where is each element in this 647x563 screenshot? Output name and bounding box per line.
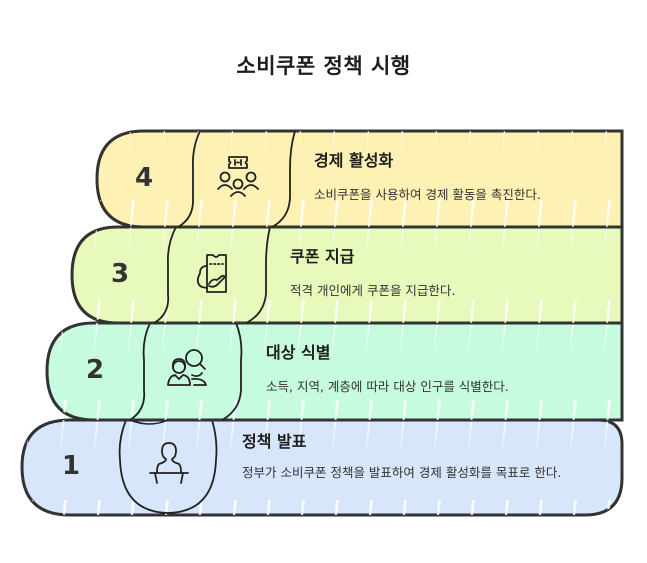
speaker-podium-icon: [147, 440, 191, 484]
step-2-title: 대상 식별: [266, 343, 331, 362]
step-2-text: 대상 식별 소득, 지역, 계층에 따라 대상 인구를 식별한다.: [266, 343, 611, 395]
step-2-number: 2: [85, 355, 105, 385]
step-3-description: 적격 개인에게 쿠폰을 지급한다.: [290, 283, 456, 298]
step-1-title: 정책 발표: [242, 432, 307, 451]
step-2-description: 소득, 지역, 계층에 따라 대상 인구를 식별한다.: [266, 379, 509, 394]
step-4-title: 경제 활성화: [314, 151, 394, 170]
step-1-description: 정부가 소비쿠폰 정책을 발표하여 경제 활성화를 목표로 한다.: [242, 465, 562, 480]
step-4-text: 경제 활성화 소비쿠폰을 사용하여 경제 활동을 촉진한다.: [314, 151, 614, 203]
diagram-title: 소비쿠폰 정책 시행: [236, 54, 411, 78]
step-4-shape: [95, 129, 624, 229]
step-3-number: 3: [110, 259, 130, 289]
step-4-number: 4: [134, 163, 154, 193]
people-search-icon: [166, 347, 210, 391]
step-2-shape: [45, 321, 624, 425]
step-3-title: 쿠폰 지급: [290, 247, 355, 266]
step-3-text: 쿠폰 지급 적격 개인에게 쿠폰을 지급한다.: [290, 247, 610, 299]
step-1-number: 1: [61, 451, 81, 481]
step-1-text: 정책 발표 정부가 소비쿠폰 정책을 발표하여 경제 활성화를 목표로 한다.: [242, 432, 597, 481]
coupon-hand-icon: [192, 252, 236, 296]
step-4-description: 소비쿠폰을 사용하여 경제 활동을 촉진한다.: [314, 187, 541, 202]
step-3-shape: [70, 225, 624, 325]
ticket-people-icon: [216, 155, 260, 199]
